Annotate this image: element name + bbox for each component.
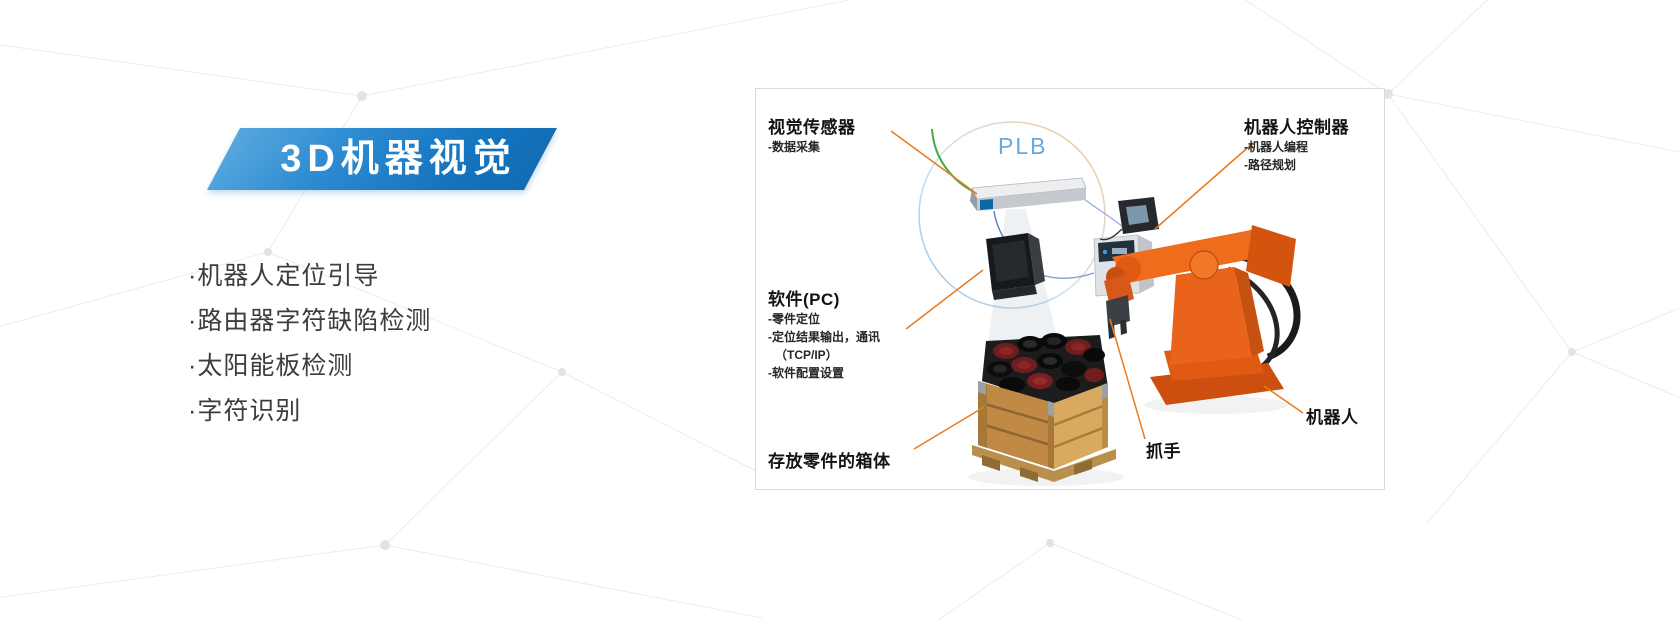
plb-label: PLB <box>998 133 1048 159</box>
callout-software <box>905 269 984 330</box>
software-pc-sub1: -零件定位 <box>768 312 820 326</box>
callout-controller <box>1154 142 1254 230</box>
robot-controller-label: 机器人控制器 -机器人编程 -路径规划 <box>1244 113 1349 174</box>
plb-circle <box>918 121 1106 309</box>
vision-sensor-title: 视觉传感器 <box>768 118 856 137</box>
robot-controller-sub2: -路径规划 <box>1244 158 1296 172</box>
robot-title: 机器人 <box>1306 408 1359 427</box>
diagram-illustration <box>890 121 1304 486</box>
callout-gripper <box>1109 318 1146 440</box>
sensor-cable-green <box>931 128 977 194</box>
title-banner: 3D机器视觉 <box>207 128 558 190</box>
wire-sensor-pc <box>993 210 1005 240</box>
parts-box-title: 存放零件的箱体 <box>768 452 891 471</box>
callout-lines <box>890 130 1304 450</box>
robot-controller-title: 机器人控制器 <box>1244 118 1349 137</box>
vision-sensor-sub: -数据采集 <box>768 140 820 154</box>
pc-illustration <box>986 233 1045 300</box>
robot-controller-sub1: -机器人编程 <box>1244 140 1308 154</box>
vision-sensor-illustration <box>970 177 1087 211</box>
callout-robot <box>1263 385 1304 414</box>
callout-parts-box <box>913 406 985 450</box>
software-pc-label: 软件(PC) -零件定位 -定位结果输出，通讯 （TCP/IP） -软件配置设置 <box>768 285 880 382</box>
software-pc-sub2: -定位结果输出，通讯 <box>768 330 880 344</box>
callout-vision-sensor <box>890 130 978 195</box>
feature-item-router-defect: ·路由器字符缺陷检测 <box>188 307 432 335</box>
software-pc-sub4: -软件配置设置 <box>768 366 844 380</box>
feature-item-ocr: ·字符识别 <box>188 397 302 425</box>
software-pc-title: 软件(PC) <box>768 290 840 309</box>
gripper-title: 抓手 <box>1146 442 1181 461</box>
system-diagram-panel: PLB 视觉传感器 -数据采集 机器人控制器 -机器人编程 -路径规划 软件(P… <box>755 88 1385 490</box>
software-pc-sub3: （TCP/IP） <box>775 348 838 362</box>
wire-pc-controller <box>1035 272 1095 279</box>
robot-label: 机器人 <box>1306 403 1359 428</box>
feature-item-robot-guidance: ·机器人定位引导 <box>188 262 380 290</box>
gripper-label: 抓手 <box>1146 437 1181 462</box>
feature-list: ·机器人定位引导 ·路由器字符缺陷检测 ·太阳能板检测 ·字符识别 <box>188 262 431 442</box>
parts-box-illustration <box>972 333 1116 482</box>
vision-sensor-label: 视觉传感器 -数据采集 <box>768 113 856 156</box>
parts-box-label: 存放零件的箱体 <box>768 447 891 472</box>
feature-item-solar-panel: ·太阳能板检测 <box>188 352 354 380</box>
page-title: 3D机器视觉 <box>280 138 517 180</box>
robot-illustration <box>1104 225 1301 405</box>
